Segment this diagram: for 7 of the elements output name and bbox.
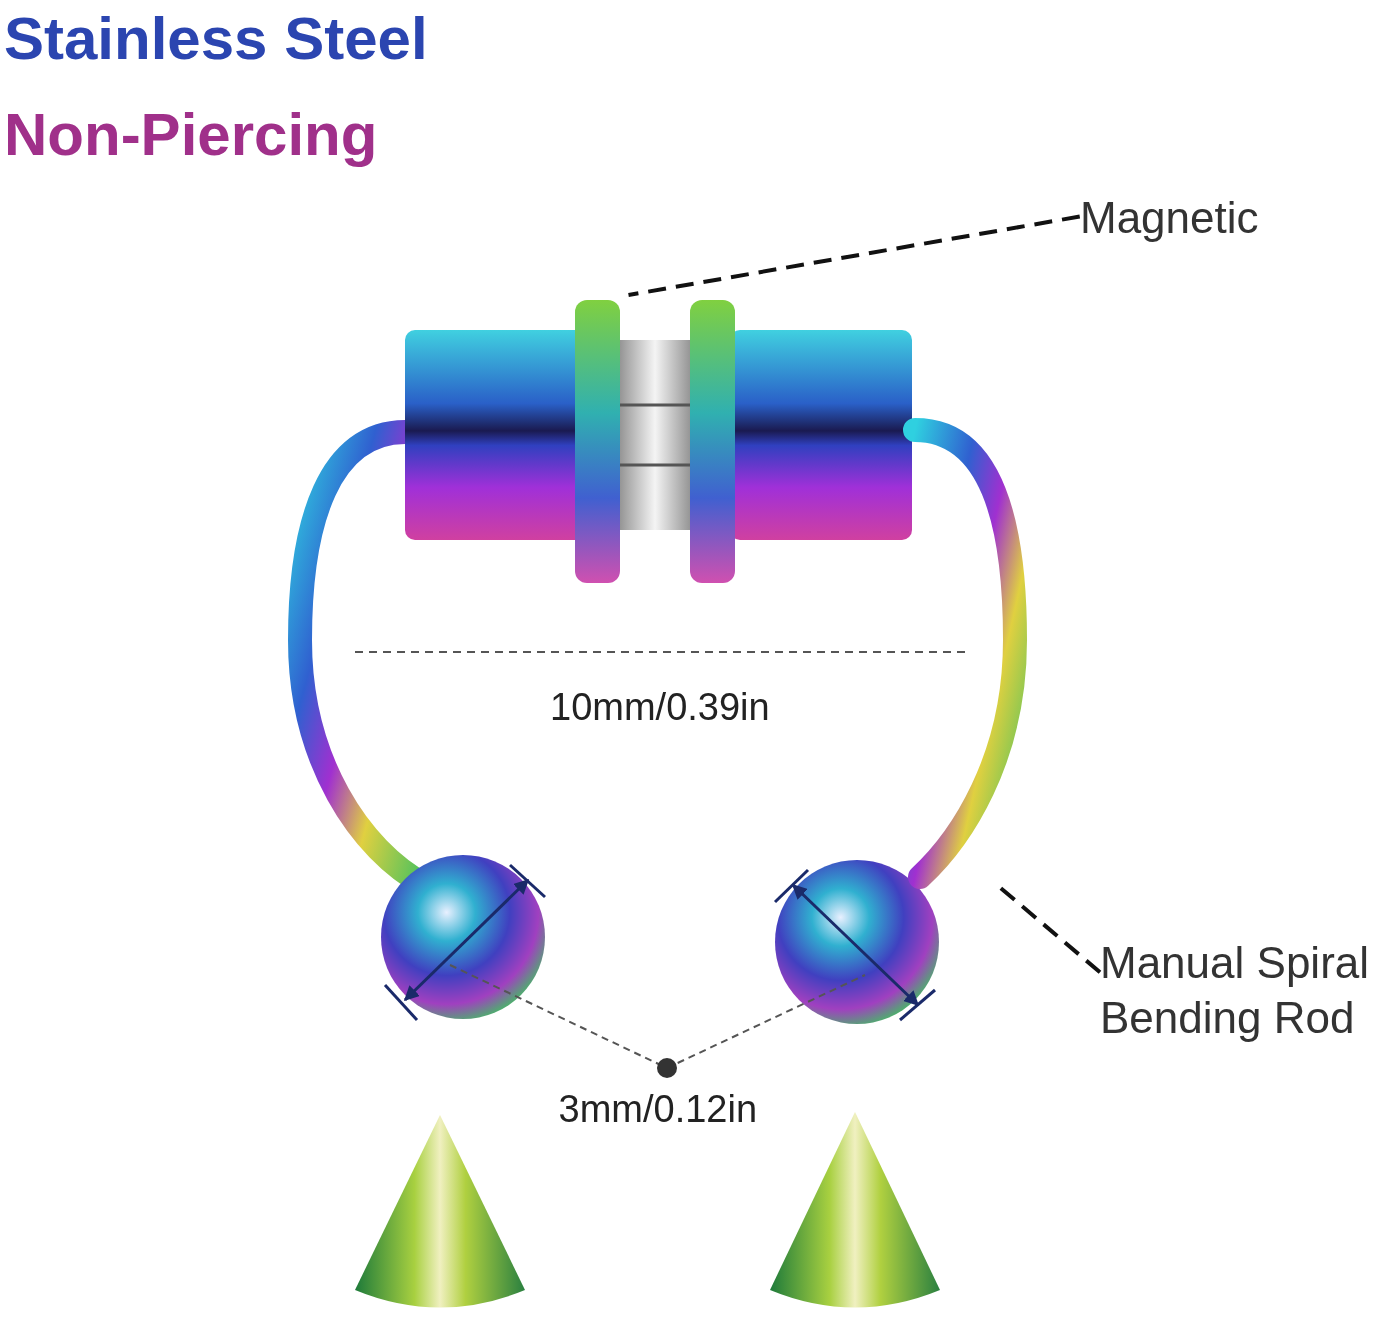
callout-text: Magnetic bbox=[1080, 190, 1259, 245]
heading-text: Non-Piercing bbox=[4, 100, 378, 169]
dimension-label: 3mm/0.12in bbox=[558, 1088, 758, 1131]
callout-text: Manual Spiral Bending Rod bbox=[1100, 935, 1400, 1045]
dimension-label: 10mm/0.39in bbox=[550, 686, 770, 729]
heading-text: Stainless Steel bbox=[4, 4, 428, 73]
leader-line bbox=[628, 214, 1081, 297]
